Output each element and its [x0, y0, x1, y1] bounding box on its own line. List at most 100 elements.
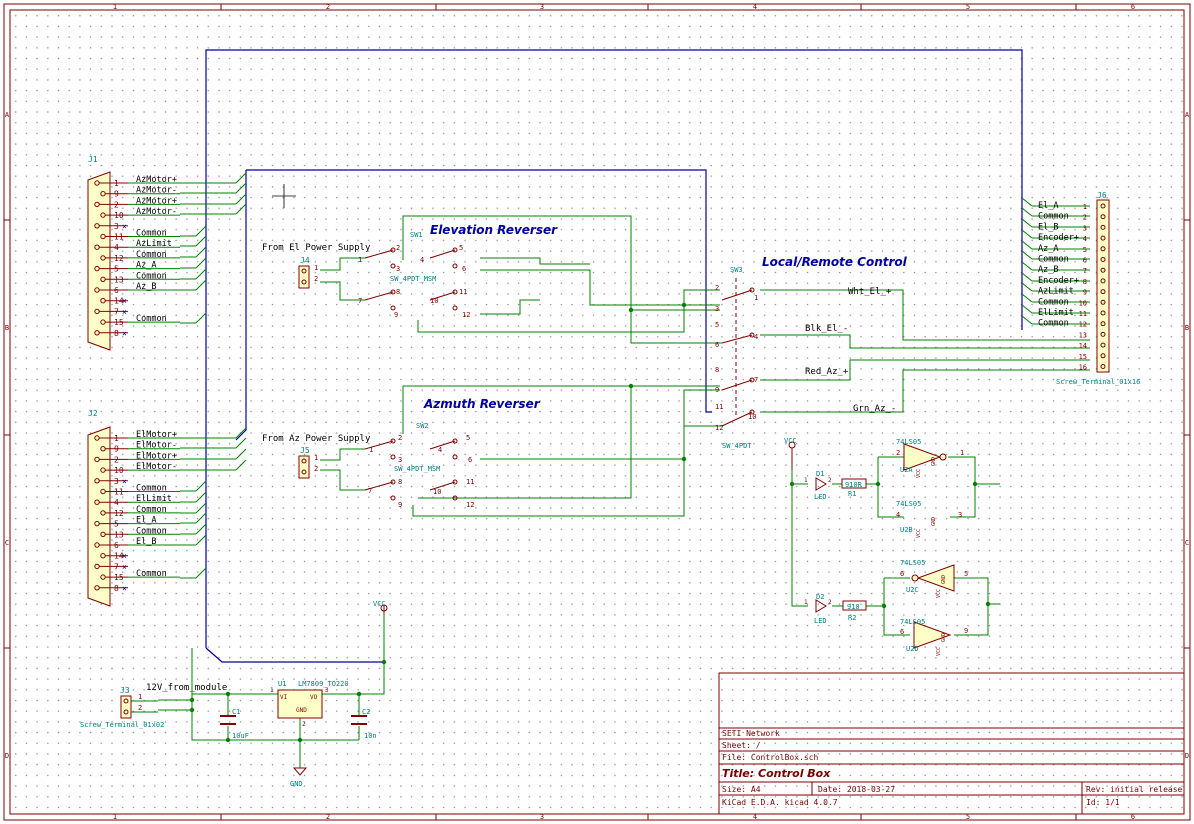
d2-ref: D2 [816, 593, 824, 601]
u1-pin-2: 2 [302, 721, 306, 728]
u2d-pin-in: 6 [900, 628, 904, 636]
switch-sw1 [364, 247, 458, 311]
j6-ref: J6 [1097, 191, 1107, 200]
terminal-signal-label: Az_B [1038, 265, 1058, 275]
col-label-3b: 3 [540, 813, 544, 821]
tb-sheet: Sheet: / [722, 741, 761, 750]
j5-pin-1: 1 [314, 454, 318, 462]
u2d-pin-out: 9 [964, 627, 968, 635]
no-connect-icon: × [122, 222, 127, 231]
j5-ref: J5 [300, 446, 310, 455]
signal-label: ElMotor+ [136, 430, 177, 440]
j4-pin-1: 1 [314, 264, 318, 272]
pin-number: 4 [114, 243, 119, 252]
sw2-pin-2: 2 [398, 434, 402, 442]
pin-number: 8 [114, 329, 119, 338]
j1-ref: J1 [88, 155, 98, 164]
col-label-2: 2 [326, 3, 330, 11]
net-red-az-plus: Red_Az_+ [805, 367, 849, 377]
r1-value: 910R [845, 481, 863, 489]
pin-number: 14 [114, 297, 124, 306]
j2-ref: J2 [88, 409, 98, 418]
crosshair-cursor-icon [272, 184, 296, 208]
led-d1: D1 LED 1 2 [804, 470, 832, 501]
sw2-pin-4: 4 [438, 446, 442, 454]
j6-pins: 1El_A2Common3El_B4Encoder+5Az_A6Common7A… [1038, 201, 1106, 372]
local-remote-heading: Local/Remote Control [762, 255, 908, 269]
signal-label: AzMotor+ [136, 175, 177, 185]
terminal-screw [1100, 224, 1106, 230]
col-label-4b: 4 [753, 813, 757, 821]
gnd-label: GND [290, 780, 303, 788]
u2d-vcc: VCC [936, 647, 942, 656]
no-connect-icon: × [122, 562, 127, 571]
tb-company: SETI Network [722, 729, 780, 738]
sw2-pin-1: 1 [369, 446, 373, 454]
signal-label: ElMotor- [136, 462, 177, 472]
terminal-screw [1100, 353, 1106, 359]
pin-number: 7 [114, 562, 119, 571]
sw3-left-pin: 8 [715, 366, 719, 374]
signal-label: AzMotor- [136, 207, 177, 217]
col-label-6: 6 [1131, 3, 1135, 11]
col-label-2b: 2 [326, 813, 330, 821]
d1-ref: D1 [816, 470, 824, 478]
d2-pin-2: 2 [828, 599, 832, 606]
terminal-signal-label: Common [1038, 212, 1069, 222]
terminal-pin-number: 10 [1079, 299, 1087, 307]
sw1-pin-5: 5 [459, 244, 463, 252]
vcc-symbol-main: VCC [373, 600, 388, 615]
u2b-value: 74LS05 [896, 500, 921, 508]
frame-labels: 1 2 3 4 5 6 1 2 3 4 5 6 A B C D A B C D [5, 3, 1190, 821]
row-label-b-r: B [1185, 324, 1189, 332]
sw3-value: SW_4PDT [722, 442, 752, 450]
u2c-vcc: VCC [936, 589, 942, 598]
sw3-right-pin: 1 [754, 294, 758, 302]
r2-value: 910 [847, 603, 860, 611]
row-label-d-r: D [1185, 752, 1189, 760]
signal-label: El_A [136, 516, 156, 526]
vcc-label-main: VCC [373, 600, 386, 608]
connector-j5: J5 1 2 [298, 446, 318, 479]
pin-number: 6 [114, 541, 119, 550]
terminal-signal-label: AzLimit [1038, 287, 1074, 297]
terminal-signal-label: Encoder+ [1038, 233, 1079, 243]
sw3-left-pin: 9 [715, 386, 719, 394]
d1-value: LED [814, 493, 827, 501]
terminal-pin-number: 6 [1083, 257, 1087, 265]
row-label-b: B [5, 324, 9, 332]
signal-label: Common [136, 526, 167, 536]
resistor-r2: 910 R2 [842, 600, 867, 622]
row-label-c-r: C [1185, 539, 1189, 547]
terminal-screw [1100, 246, 1106, 252]
terminal-screw [1100, 310, 1106, 316]
from-el-supply-label: From El Power Supply [262, 243, 371, 253]
sw1-pin-10: 10 [430, 297, 438, 305]
u2a-value: 74LS05 [896, 438, 921, 446]
sw2-pin-10: 10 [433, 488, 441, 496]
u2b-vcc: VCC [916, 529, 922, 538]
terminal-screw [1100, 299, 1106, 305]
col-label-5b: 5 [966, 813, 970, 821]
pin-number: 9 [114, 190, 119, 199]
u2b-ref: U2B [900, 526, 913, 534]
terminal-pin-number: 11 [1079, 310, 1087, 318]
signal-label: Az_A [136, 261, 156, 271]
tb-id: Id: 1/1 [1086, 798, 1120, 807]
terminal-signal-label: Common [1038, 255, 1069, 265]
signal-label: ElLimit [136, 494, 172, 504]
led-d2: D2 LED 1 2 [804, 593, 832, 625]
vcc-label-led: VCC [784, 437, 797, 445]
d1-pin-2: 2 [828, 477, 832, 484]
wires [158, 215, 1090, 768]
signal-label: ElMotor- [136, 441, 177, 451]
u1-value: LM7809_TO220 [298, 680, 349, 688]
sw3-ref: SW3 [730, 266, 743, 274]
switch-sw2 [364, 438, 458, 501]
pin-number: 3 [114, 477, 119, 486]
row-label-d: D [5, 752, 9, 760]
signal-label: Az_B [136, 282, 156, 292]
sw2-ref: SW2 [416, 422, 429, 430]
j5-pin-2: 2 [314, 465, 318, 473]
sw3-right-pin: 10 [748, 413, 756, 421]
